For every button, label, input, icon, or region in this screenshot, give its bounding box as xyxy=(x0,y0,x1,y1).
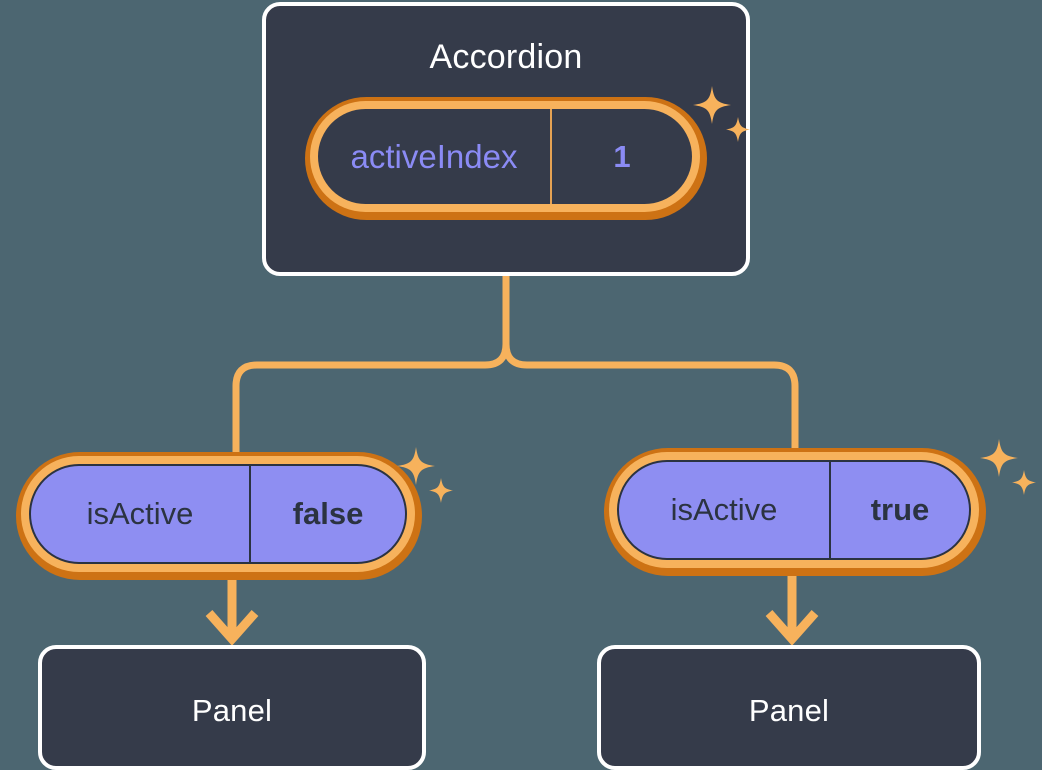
state-key-is-active-right: isActive xyxy=(670,492,778,527)
arrow-down-icon-left xyxy=(205,578,259,646)
state-pill-is-active-true[interactable]: isActive true xyxy=(604,448,986,576)
state-pill-is-active-false[interactable]: isActive false xyxy=(16,452,422,580)
state-key-active-index: activeIndex xyxy=(350,137,518,175)
arrow-down-icon-right xyxy=(765,574,819,646)
panel-component-box-left[interactable]: Panel xyxy=(38,645,426,770)
edge-accordion-to-left-panel xyxy=(232,272,510,456)
edge-accordion-to-right-panel xyxy=(502,272,799,456)
state-pill-active-index[interactable]: activeIndex 1 xyxy=(305,97,707,220)
state-value-active-index: 1 xyxy=(550,109,692,204)
pill-body: activeIndex 1 xyxy=(318,109,692,204)
state-key-is-active-left: isActive xyxy=(86,496,194,531)
panel-component-box-right[interactable]: Panel xyxy=(597,645,981,770)
panel-title-left: Panel xyxy=(191,693,273,728)
pill-body: isActive true xyxy=(617,460,971,560)
panel-title-right: Panel xyxy=(748,693,830,728)
state-value-is-active-left: false xyxy=(249,466,405,562)
state-value-is-active-right: true xyxy=(829,462,969,558)
accordion-title: Accordion xyxy=(429,38,583,76)
pill-body: isActive false xyxy=(29,464,407,564)
